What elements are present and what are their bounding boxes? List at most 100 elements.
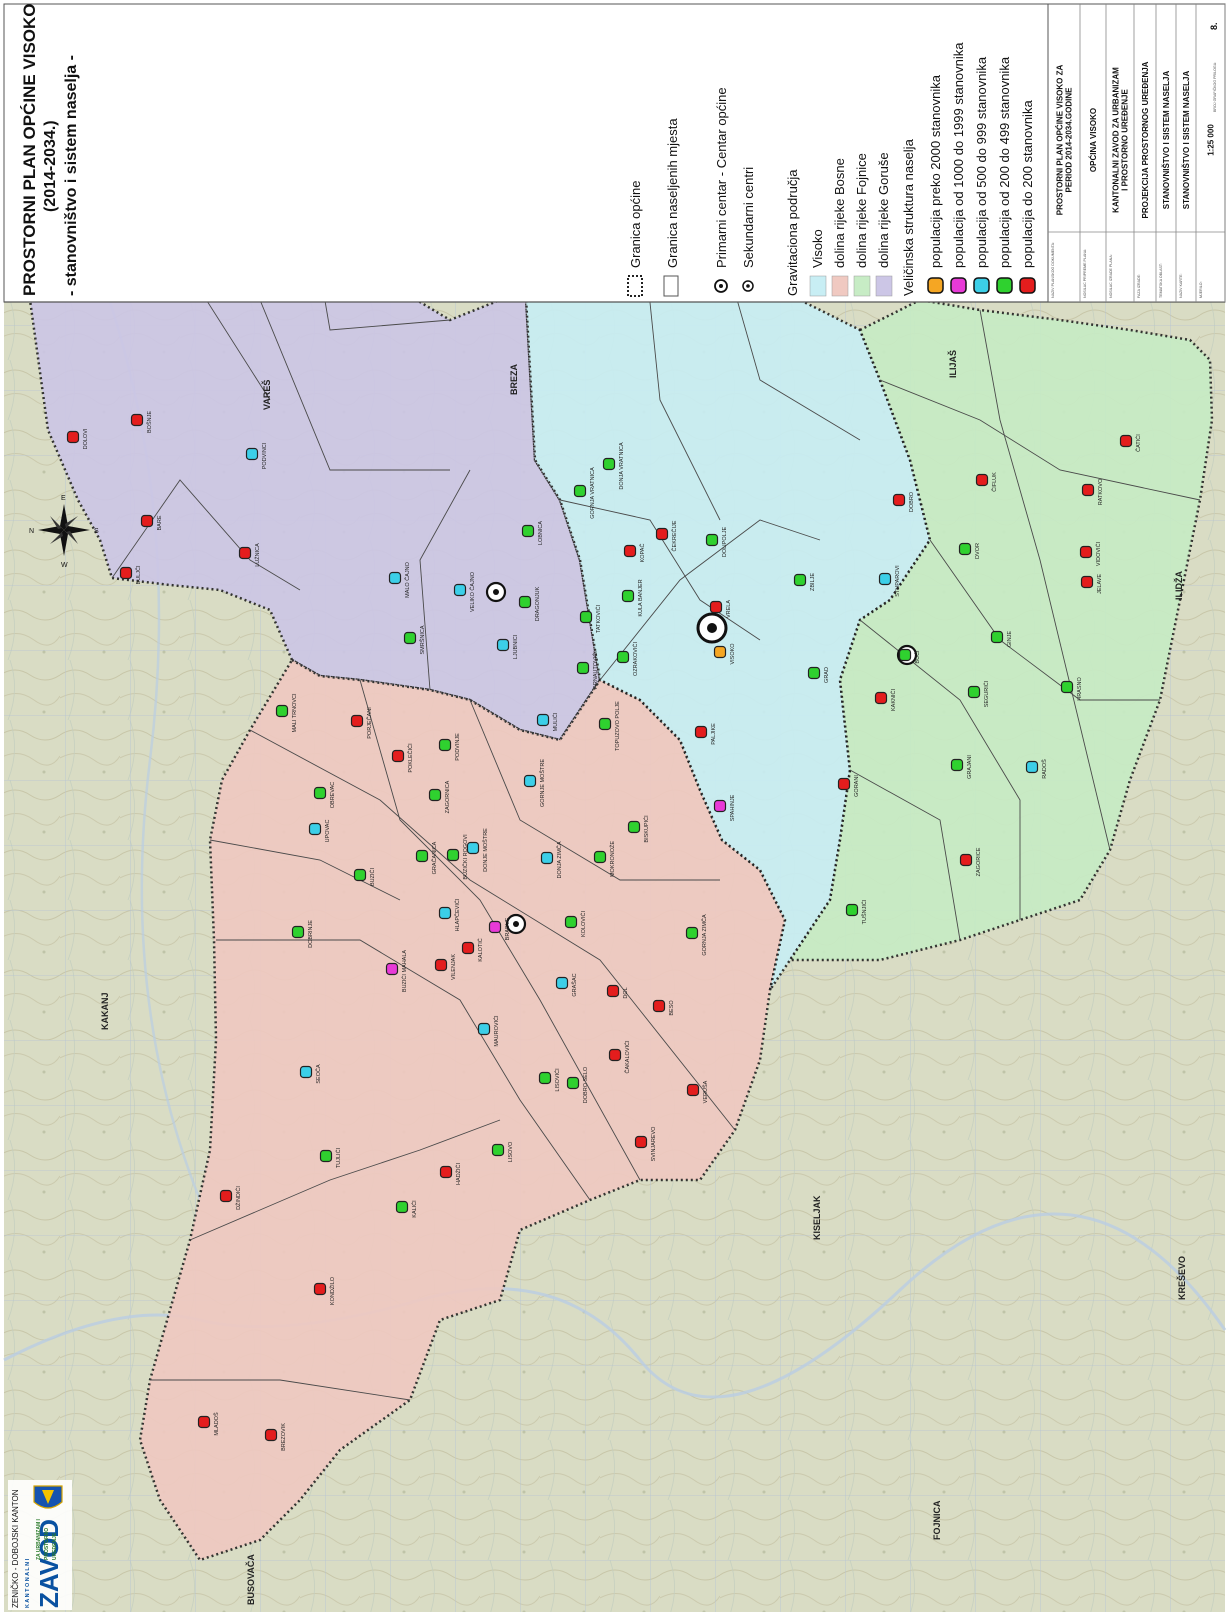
settlement-dot[interactable] bbox=[238, 546, 252, 560]
settlement-dot[interactable] bbox=[598, 717, 612, 731]
settlement-dot[interactable] bbox=[967, 685, 981, 699]
settlement-dot[interactable] bbox=[898, 648, 912, 662]
settlement-dot[interactable] bbox=[388, 571, 402, 585]
secondary-center-marker[interactable] bbox=[505, 913, 527, 935]
settlement-dot[interactable] bbox=[975, 473, 989, 487]
settlement-marker[interactable]: RADOŠ bbox=[1025, 759, 1049, 779]
settlement-marker[interactable]: KAKNIĆI bbox=[874, 689, 898, 711]
settlement-marker[interactable]: ČIFLUK bbox=[975, 472, 999, 492]
settlement-marker[interactable]: DOLOVI bbox=[66, 428, 90, 449]
settlement-dot[interactable] bbox=[245, 447, 259, 461]
settlement-dot[interactable] bbox=[564, 915, 578, 929]
settlement-marker[interactable]: MAUROVIĆI bbox=[477, 1015, 501, 1047]
settlement-marker[interactable]: ZBILJE bbox=[793, 573, 817, 591]
settlement-marker[interactable]: BUZIĆI bbox=[353, 868, 377, 887]
settlement-marker[interactable]: DRAGONJUK bbox=[518, 586, 542, 621]
secondary-center-marker[interactable] bbox=[485, 581, 507, 603]
settlement-marker[interactable]: PALJIKE bbox=[694, 723, 718, 745]
settlement-marker[interactable]: HLAPČEVIĆI bbox=[438, 898, 462, 931]
settlement-dot[interactable] bbox=[950, 758, 964, 772]
settlement-dot[interactable] bbox=[958, 542, 972, 556]
settlement-dot[interactable] bbox=[1079, 545, 1093, 559]
settlement-marker[interactable]: BUZIĆI MAHALA bbox=[385, 950, 409, 993]
settlement-marker[interactable]: KOLOVIĆI bbox=[564, 911, 588, 937]
settlement-dot[interactable] bbox=[576, 661, 590, 675]
settlement-dot[interactable] bbox=[621, 589, 635, 603]
settlement-marker[interactable]: KALOTIĆ bbox=[461, 938, 485, 962]
settlement-marker[interactable]: UPOVAC bbox=[308, 820, 332, 843]
settlement-marker[interactable]: BUĆI bbox=[898, 648, 922, 664]
settlement-marker[interactable]: DOBRO SELO bbox=[566, 1066, 590, 1103]
settlement-dot[interactable] bbox=[845, 903, 859, 917]
settlement-marker[interactable]: LUŽNICA bbox=[238, 543, 262, 567]
settlement-marker[interactable]: KOPAČ bbox=[623, 544, 647, 563]
settlement-dot[interactable] bbox=[439, 1165, 453, 1179]
settlement-dot[interactable] bbox=[1080, 575, 1094, 589]
primary-center-marker[interactable] bbox=[696, 612, 728, 644]
settlement-marker[interactable]: BARE bbox=[140, 514, 164, 530]
settlement-dot[interactable] bbox=[521, 524, 535, 538]
settlement-dot[interactable] bbox=[488, 920, 502, 934]
settlement-dot[interactable] bbox=[496, 638, 510, 652]
settlement-dot[interactable] bbox=[538, 1071, 552, 1085]
settlement-marker[interactable]: GORANI bbox=[837, 775, 861, 797]
settlement-dot[interactable] bbox=[385, 962, 399, 976]
settlement-dot[interactable] bbox=[602, 457, 616, 471]
settlement-dot[interactable] bbox=[623, 544, 637, 558]
settlement-marker[interactable]: SVINJAREVO bbox=[634, 1126, 658, 1162]
settlement-marker[interactable]: MOKRONOŽE bbox=[593, 841, 617, 877]
settlement-marker[interactable]: OBREVAC bbox=[313, 782, 337, 809]
settlement-dot[interactable] bbox=[446, 848, 460, 862]
settlement-dot[interactable] bbox=[453, 583, 467, 597]
settlement-marker[interactable]: GORNJA VRATNICA bbox=[573, 467, 597, 519]
settlement-dot[interactable] bbox=[395, 1200, 409, 1214]
settlement-dot[interactable] bbox=[634, 1135, 648, 1149]
settlement-dot[interactable] bbox=[892, 493, 906, 507]
settlement-marker[interactable]: BOŠNJE bbox=[130, 411, 154, 433]
settlement-dot[interactable] bbox=[403, 631, 417, 645]
settlement-dot[interactable] bbox=[793, 573, 807, 587]
settlement-marker[interactable]: STUPAROVI bbox=[878, 565, 902, 597]
settlement-marker[interactable]: VERUŠA bbox=[686, 1080, 710, 1103]
settlement-marker[interactable]: MULIĆI bbox=[536, 712, 560, 731]
settlement-marker[interactable]: DONJA VRATNICA bbox=[602, 442, 626, 490]
settlement-dot[interactable] bbox=[434, 958, 448, 972]
settlement-dot[interactable] bbox=[130, 413, 144, 427]
settlement-marker[interactable]: TUJLIĆI bbox=[319, 1147, 343, 1168]
settlement-marker[interactable]: BISKUPIĆI bbox=[627, 815, 651, 843]
settlement-marker[interactable]: BRADVE bbox=[488, 917, 512, 940]
settlement-dot[interactable] bbox=[140, 514, 154, 528]
settlement-dot[interactable] bbox=[415, 849, 429, 863]
settlement-marker[interactable]: VRELA bbox=[709, 600, 733, 618]
settlement-marker[interactable]: GRAŠAC bbox=[555, 973, 579, 997]
settlement-dot[interactable] bbox=[466, 841, 480, 855]
settlement-dot[interactable] bbox=[66, 430, 80, 444]
settlement-dot[interactable] bbox=[705, 533, 719, 547]
settlement-marker[interactable]: TOPUZOVO POLJE bbox=[598, 701, 622, 751]
settlement-dot[interactable] bbox=[655, 527, 669, 541]
settlement-marker[interactable]: DVOR bbox=[958, 542, 982, 559]
settlement-dot[interactable] bbox=[713, 645, 727, 659]
settlement-dot[interactable] bbox=[608, 1048, 622, 1062]
settlement-marker[interactable]: POKLEČIĆI bbox=[391, 743, 415, 773]
settlement-dot[interactable] bbox=[878, 572, 892, 586]
settlement-marker[interactable]: MLADOŠ bbox=[197, 1412, 221, 1436]
settlement-dot[interactable] bbox=[197, 1415, 211, 1429]
settlement-marker[interactable]: TATKOVIĆI bbox=[579, 604, 603, 633]
settlement-dot[interactable] bbox=[536, 713, 550, 727]
settlement-marker[interactable]: KULA BANJER bbox=[621, 579, 645, 617]
settlement-marker[interactable]: SEGURIĆI bbox=[967, 680, 991, 707]
settlement-marker[interactable]: VIDOVIĆI bbox=[1079, 541, 1103, 566]
settlement-marker[interactable]: RATKOVO bbox=[1081, 478, 1105, 505]
settlement-dot[interactable] bbox=[1025, 760, 1039, 774]
settlement-marker[interactable]: TUŠNJIĆI bbox=[845, 899, 869, 924]
settlement-marker[interactable]: PORJEČANI bbox=[350, 707, 374, 739]
settlement-dot[interactable] bbox=[959, 853, 973, 867]
settlement-dot[interactable] bbox=[353, 868, 367, 882]
settlement-dot[interactable] bbox=[428, 788, 442, 802]
settlement-dot[interactable] bbox=[477, 1022, 491, 1036]
settlement-dot[interactable] bbox=[807, 666, 821, 680]
settlement-dot[interactable] bbox=[593, 850, 607, 864]
settlement-dot[interactable] bbox=[709, 600, 723, 614]
settlement-dot[interactable] bbox=[291, 925, 305, 939]
